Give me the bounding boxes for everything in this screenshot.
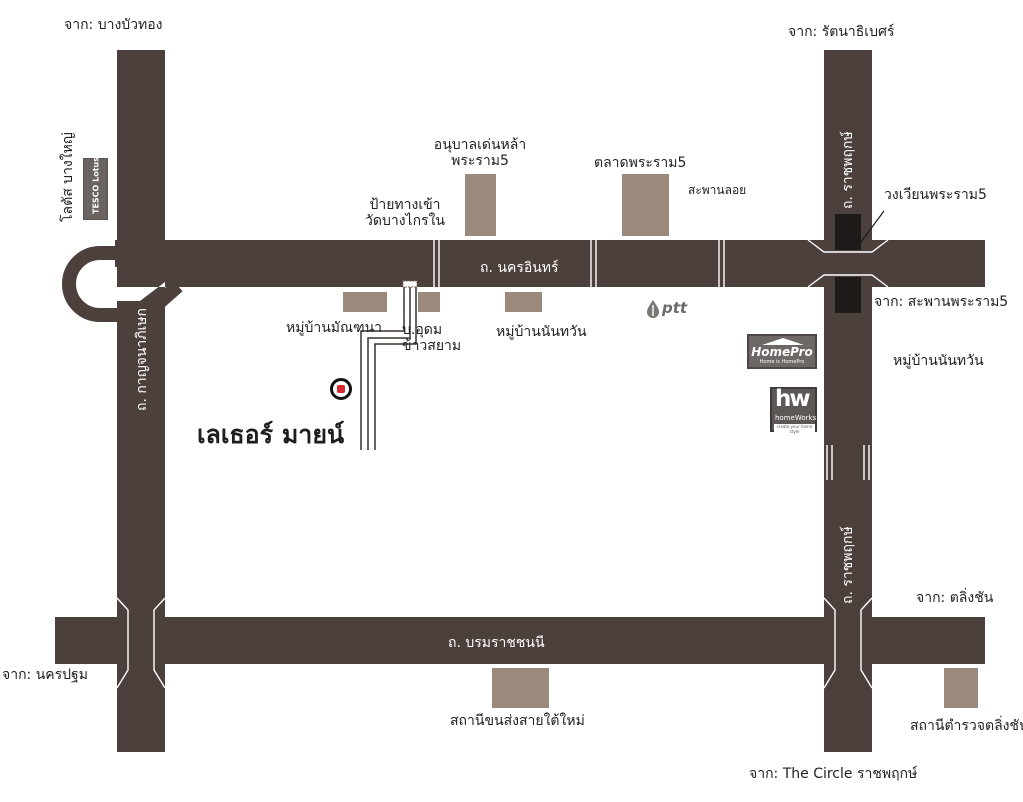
building-nanthawan — [505, 292, 542, 312]
homeworks-tagline: create your home style — [774, 424, 815, 434]
label-nanthawan-village-2: หมู่บ้านนันทวัน — [893, 353, 984, 369]
label-kindergarten-line1: อนุบาลเด่นหล้า — [433, 137, 527, 153]
road-label-nakhon-in: ถ. นครอินทร์ — [480, 260, 559, 276]
origin-nakhon-pathom: จาก: นครปฐม — [2, 667, 89, 683]
lane-markings — [116, 239, 889, 689]
ptt-drop-icon — [647, 300, 659, 318]
tesco-brand-text: TESCO Lotus — [92, 156, 101, 216]
building-kindergarten — [465, 174, 496, 236]
label-tesco-bangyai: โลตัส บางใหญ่ — [60, 132, 76, 222]
label-udom: บ.อุดม ข้าวสยาม — [402, 322, 461, 354]
road-label-kanchanaphisek: ถ. กาญจนาภิเษก — [134, 308, 150, 411]
tesco-brand-top: TESCO — [91, 184, 101, 215]
label-bus-terminal: สถานีขนส่งสายใต้ใหม่ — [450, 713, 585, 729]
road-label-ratchaphruek-top: ถ. ราชพฤกษ์ — [840, 131, 856, 209]
label-roundabout: วงเวียนพระราม5 — [884, 187, 987, 203]
label-entrance-sign: ป้ายทางเข้า วัดบางไกรใน — [350, 197, 460, 229]
building-police-station — [944, 668, 978, 708]
flyover-block-top — [835, 214, 861, 250]
project-name: เลเธอร์ มายน์ — [197, 420, 345, 449]
label-floating-bridge: สะพานลอย — [688, 183, 747, 197]
homeworks-mark: hw — [775, 386, 811, 412]
u-turn-inner — [85, 267, 165, 301]
origin-the-circle: จาก: The Circle ราชพฤกษ์ — [749, 766, 918, 782]
road-label-borommaratchachonnani: ถ. บรมราชชนนี — [448, 635, 545, 651]
project-marker-dot — [337, 385, 345, 393]
origin-bang-bua-thong: จาก: บางบัวทอง — [64, 17, 163, 33]
soi-path — [360, 287, 417, 450]
label-entrance-sign-line1: ป้ายทางเข้า — [369, 197, 441, 213]
road-ratchaphruek — [824, 50, 872, 752]
label-entrance-sign-line2: วัดบางไกรใน — [365, 213, 445, 230]
label-nanthawan-village-1: หมู่บ้านนันทวัน — [496, 324, 587, 340]
tesco-lotus-logo: TESCO Lotus — [83, 156, 108, 220]
homepro-brand: HomePro — [751, 345, 813, 359]
building-udom — [418, 292, 440, 312]
homepro-tagline: Home is HomePro — [759, 359, 805, 365]
road-label-ratchaphruek-bottom: ถ. ราชพฤกษ์ — [840, 526, 856, 604]
origin-rattanathibet: จาก: รัตนาธิเบศร์ — [788, 24, 895, 40]
label-kindergarten-line2: พระราม5 — [451, 153, 509, 170]
label-udom-line2: ข้าวสยาม — [402, 338, 462, 355]
project-location-marker — [330, 378, 352, 400]
label-market: ตลาดพระราม5 — [594, 155, 687, 171]
homepro-logo: HomePro Home is HomePro — [747, 334, 817, 369]
homeworks-brand: homeWorks — [775, 414, 817, 422]
building-bus-terminal — [492, 668, 549, 708]
flyover-block-bottom — [835, 277, 861, 313]
building-mantana — [343, 292, 387, 312]
homepro-roof-icon — [762, 338, 804, 345]
road-u-turn-loop — [62, 246, 183, 322]
label-police-station: สถานีตำรวจตลิ่งชัน — [910, 718, 1023, 734]
ptt-brand-text: ptt — [662, 299, 688, 317]
origin-taling-chan: จาก: ตลิ่งชัน — [916, 590, 994, 606]
building-market — [622, 174, 669, 236]
homeworks-logo: hw homeWorks create your home style — [770, 386, 817, 434]
roundabout-pointer — [857, 210, 885, 247]
label-mantana-village: หมู่บ้านมัณฑนา — [286, 320, 383, 336]
entrance-sign-marker — [402, 280, 418, 288]
label-udom-line1: บ.อุดม — [402, 322, 443, 338]
origin-saphan-rama5: จาก: สะพานพระราม5 — [874, 294, 1009, 310]
label-kindergarten: อนุบาลเด่นหล้า พระราม5 — [425, 137, 535, 169]
ptt-logo: ptt — [645, 299, 695, 323]
tesco-brand-bottom: Lotus — [91, 156, 101, 182]
road-kanchanaphisek — [117, 50, 165, 752]
